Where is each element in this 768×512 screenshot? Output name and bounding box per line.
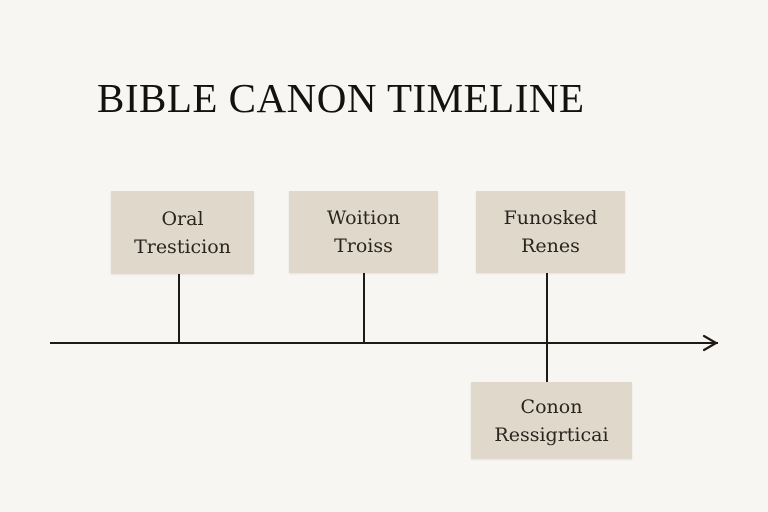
event-label-line1: Funosked: [503, 207, 598, 229]
event-box-oral-tradition: Oral Tresticion: [111, 191, 254, 274]
event-box-written-texts: Woition Troiss: [289, 191, 438, 273]
arrow-right-icon: [702, 334, 718, 352]
diagram-title: BIBLE CANON TIMELINE: [97, 75, 585, 121]
event-label-line2: Ressigrticai: [494, 423, 609, 446]
event-label-line2: Renes: [521, 235, 580, 257]
event-label-line2: Tresticion: [134, 235, 231, 258]
event-label-line1: Oral: [161, 207, 204, 230]
event-box-canon-recognition: Conon Ressigrticai: [471, 382, 632, 459]
connector-line: [178, 274, 180, 343]
event-box-finished-scrolls: Funosked Renes: [476, 191, 625, 273]
event-label-line1: Woition: [326, 207, 401, 229]
event-label-line1: Conon: [520, 395, 583, 418]
timeline-axis: [50, 342, 718, 344]
connector-line: [363, 273, 365, 343]
event-label-line2: Troiss: [334, 235, 393, 257]
connector-line: [546, 273, 548, 383]
